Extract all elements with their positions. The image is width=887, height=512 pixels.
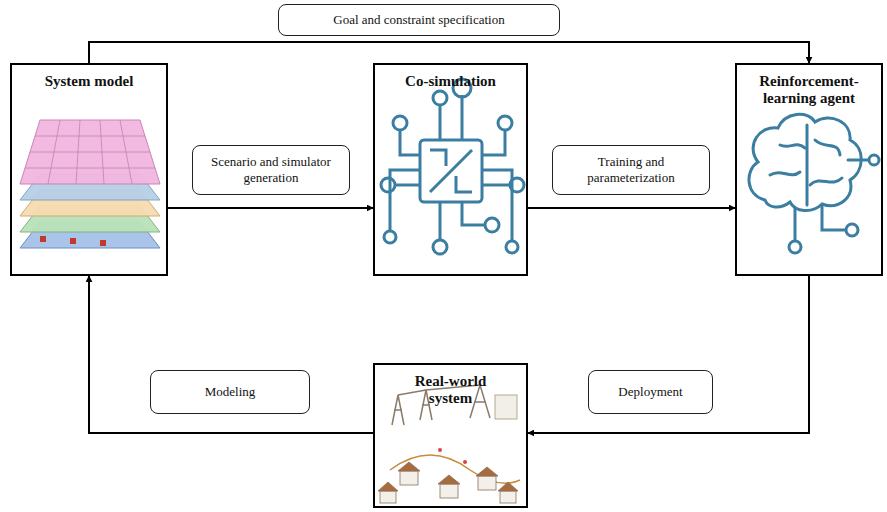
- component-box: Real-world system: [373, 363, 528, 508]
- edge-label-box: Modeling: [150, 370, 310, 414]
- edge-label: Deployment: [618, 384, 682, 400]
- component-box: Reinforcement-learning agent: [735, 63, 883, 276]
- brain-illustration: [749, 114, 879, 253]
- edge-label: Scenario and simulator generation: [201, 154, 341, 187]
- flow-arrow: [89, 276, 373, 433]
- flow-arrow: [89, 42, 809, 63]
- edge-label-box: Goal and constraint specification: [278, 4, 560, 36]
- flow-arrow: [528, 276, 809, 433]
- edge-label-box: Training and parameterization: [552, 145, 710, 195]
- box-title: System model: [12, 65, 166, 90]
- edge-label-box: Scenario and simulator generation: [192, 145, 350, 195]
- flow-arrow: [528, 207, 735, 209]
- edge-label: Goal and constraint specification: [333, 12, 504, 28]
- circuit-illustration: [381, 79, 524, 254]
- edge-label-box: Deployment: [588, 370, 713, 414]
- component-box: System model: [10, 63, 168, 276]
- flow-arrow: [168, 207, 373, 209]
- box-title: Co-simulation: [375, 65, 526, 90]
- layer-stack-illustration: [20, 120, 160, 248]
- edge-label: Training and parameterization: [561, 154, 701, 187]
- component-box: Co-simulation: [373, 63, 528, 276]
- edge-label: Modeling: [205, 384, 256, 400]
- box-title: Reinforcement-learning agent: [740, 65, 878, 106]
- box-title: Real-world system: [397, 365, 505, 406]
